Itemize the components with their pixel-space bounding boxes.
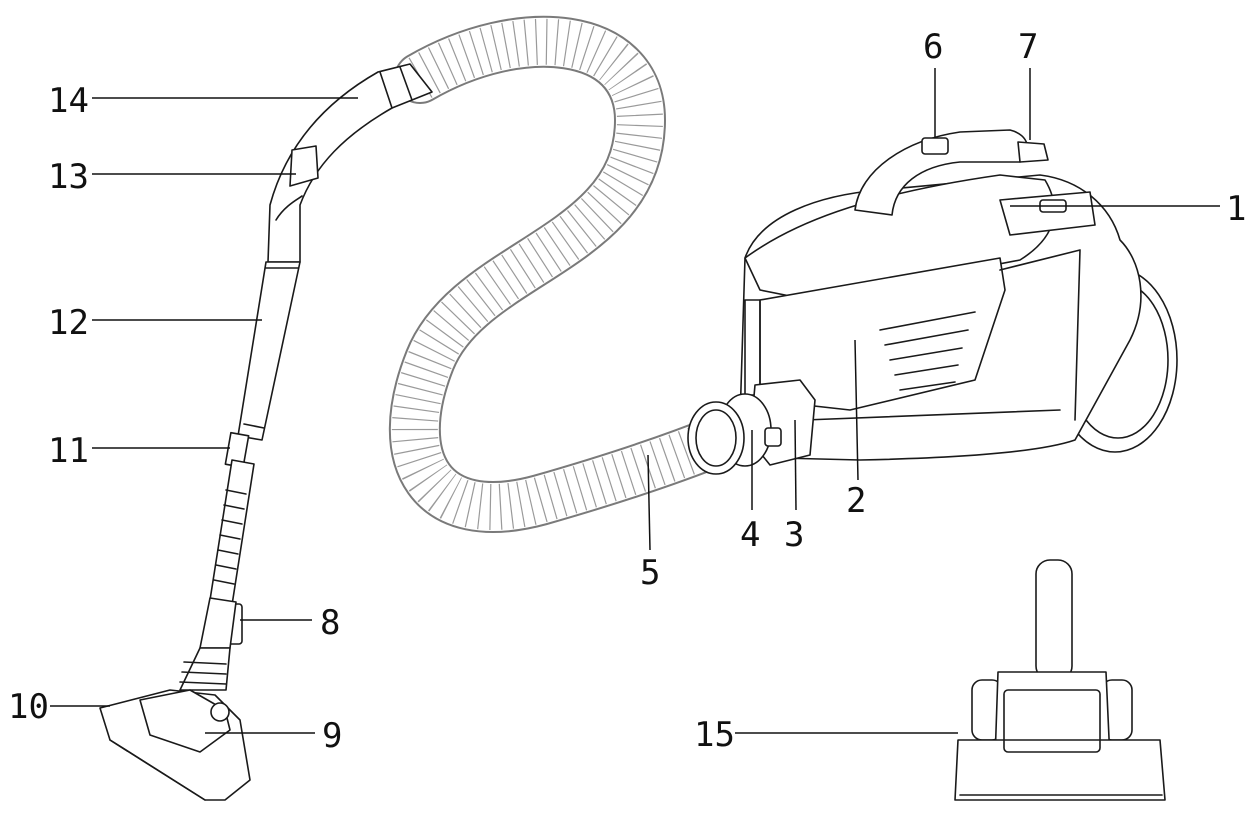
flexible-hose [388,15,746,533]
callout-12: 12 [48,303,89,343]
callout-10: 10 [8,687,49,727]
leader-3 [794,419,797,511]
callout-labels: 1 2 3 4 5 6 7 8 9 10 11 12 13 14 15 [8,27,1246,756]
cord-rewind-button [921,137,949,155]
canister-body [687,129,1178,475]
telescopic-tube-upper [237,261,301,441]
floor-nozzle-top [139,689,231,753]
top-lid [744,174,1056,301]
suction-control-slider [289,145,319,187]
power-switch [1017,141,1049,163]
leader-lines [50,68,1220,734]
hose-release-button [764,427,782,447]
callout-6: 6 [923,27,943,67]
turbo-brush-base [954,739,1166,801]
callout-8: 8 [320,603,340,643]
turbo-brush-neck [1035,559,1073,681]
callout-1: 1 [1226,189,1246,229]
callout-13: 13 [48,157,89,197]
wand-handle-assembly [99,63,433,801]
leader-2 [854,339,859,481]
callout-7: 7 [1018,27,1038,67]
callout-9: 9 [322,716,342,756]
callout-14: 14 [48,81,89,121]
callout-4: 4 [740,515,760,555]
callout-15: 15 [694,715,735,755]
leader-5 [647,454,651,551]
nozzle-pedal [210,702,230,722]
callout-2: 2 [846,481,866,521]
callout-5: 5 [640,553,660,593]
floor-nozzle-neck [179,647,231,691]
callout-3: 3 [784,515,804,555]
callout-11: 11 [48,431,89,471]
turbo-brush [954,559,1166,801]
